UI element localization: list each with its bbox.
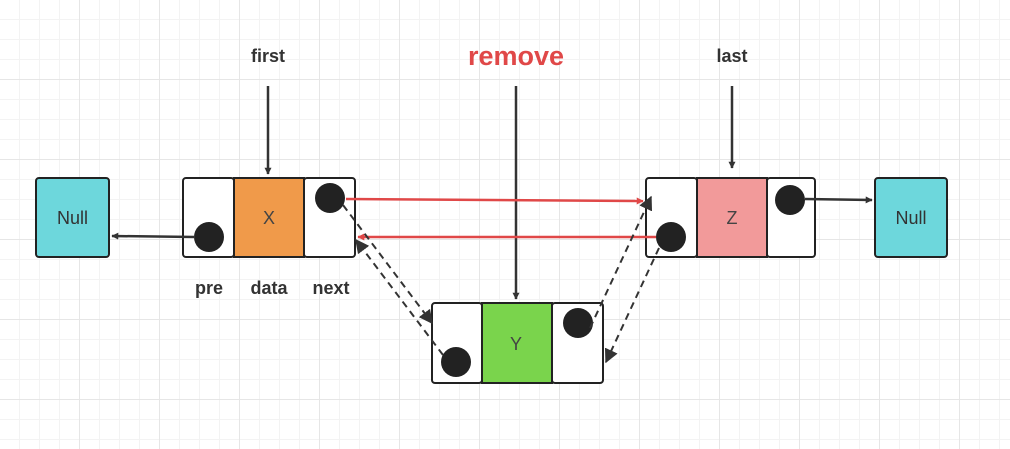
z-next-to-null-arrow xyxy=(804,196,873,204)
y-pre-to-x-dashed-arrow xyxy=(355,238,444,356)
remove-label: remove xyxy=(468,41,564,71)
node-y-data-cell xyxy=(481,302,553,384)
next-label: next xyxy=(312,278,349,298)
node-z-next-dot xyxy=(775,185,805,215)
node-z-data-text: Z xyxy=(727,208,738,228)
right-null-text: Null xyxy=(895,208,926,228)
first-label: first xyxy=(251,46,285,66)
x-next-to-z-red-arrow xyxy=(345,197,644,205)
x-pre-to-null-arrow xyxy=(111,232,196,240)
node-x-pre-dot xyxy=(194,222,224,252)
node-x-data-text: X xyxy=(263,208,275,228)
node-y-data-text: Y xyxy=(510,334,522,354)
right-null-box xyxy=(874,177,948,258)
node-y-pre-dot xyxy=(441,347,471,377)
left-null-box xyxy=(35,177,110,258)
left-null-text: Null xyxy=(57,208,88,228)
node-y-next-dot xyxy=(563,308,593,338)
z-pre-to-y-dashed-arrow xyxy=(604,247,660,364)
node-z-pre-dot xyxy=(656,222,686,252)
node-x-next-dot xyxy=(315,183,345,213)
x-next-to-y-dashed-arrow xyxy=(342,204,433,325)
data-label: data xyxy=(250,278,288,298)
last-label: last xyxy=(716,46,747,66)
y-next-to-z-dashed-arrow xyxy=(589,195,653,329)
pre-label: pre xyxy=(195,278,223,298)
